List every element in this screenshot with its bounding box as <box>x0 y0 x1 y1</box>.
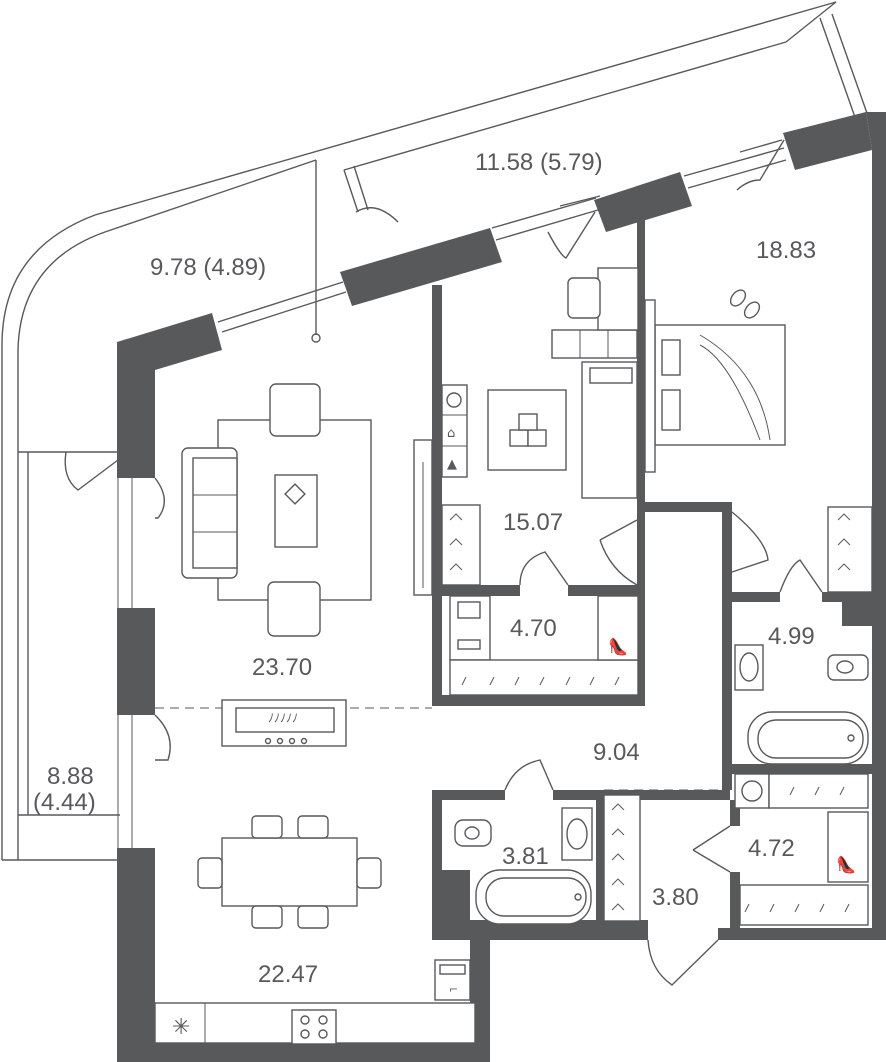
walls <box>117 112 886 1062</box>
hanger-icon <box>449 513 851 913</box>
bathroom-1-fixtures <box>734 644 869 765</box>
wardrobe-2-furniture: 👠 <box>603 773 869 926</box>
room-labels: 11.58 (5.79) 9.78 (4.89) 18.83 15.07 23.… <box>33 149 816 988</box>
svg-text:👠: 👠 <box>836 855 856 874</box>
living-area: 23.70 <box>252 654 312 681</box>
balcony-top-area: 11.58 (5.79) <box>475 149 603 176</box>
child-furniture: ⌂ ▲ <box>441 267 639 586</box>
toy-icon: ⌂ <box>447 426 455 441</box>
childroom-area: 15.07 <box>503 509 563 536</box>
entry-area: 3.80 <box>652 884 699 911</box>
boiler-icon: ⌐ <box>449 983 458 996</box>
balcony-left-area-line2: (4.44) <box>33 789 96 816</box>
shoe-icon: 👠 <box>608 637 628 656</box>
fan-icon: ✳ <box>172 1015 190 1040</box>
bathroom-2-fixtures <box>454 807 593 925</box>
bedroom-furniture <box>644 289 873 593</box>
wardrobe-1-furniture: 👠 <box>449 595 639 696</box>
balcony-outline <box>1 1 869 861</box>
wardrobe-2-area: 4.72 <box>748 835 795 862</box>
bathroom-1-area: 4.99 <box>768 623 815 650</box>
svg-text:ﾉﾉﾉﾉﾉ: ﾉﾉﾉﾉﾉ <box>268 711 298 725</box>
bedroom-area: 18.83 <box>756 237 816 264</box>
hall-area: 9.04 <box>593 739 640 766</box>
wardrobe-1-area: 4.70 <box>510 615 557 642</box>
balcony-left-top-area: 9.78 (4.89) <box>150 254 266 281</box>
balcony-left-area-line1: 8.88 <box>47 763 94 790</box>
living-furniture <box>181 383 433 637</box>
bathroom-2-area: 3.81 <box>502 843 549 870</box>
svg-text:▲: ▲ <box>447 457 457 472</box>
kitchen-furniture: ﾉﾉﾉﾉﾉ ✳ ⌐ <box>154 699 476 1045</box>
kitchen-area: 22.47 <box>258 961 318 988</box>
